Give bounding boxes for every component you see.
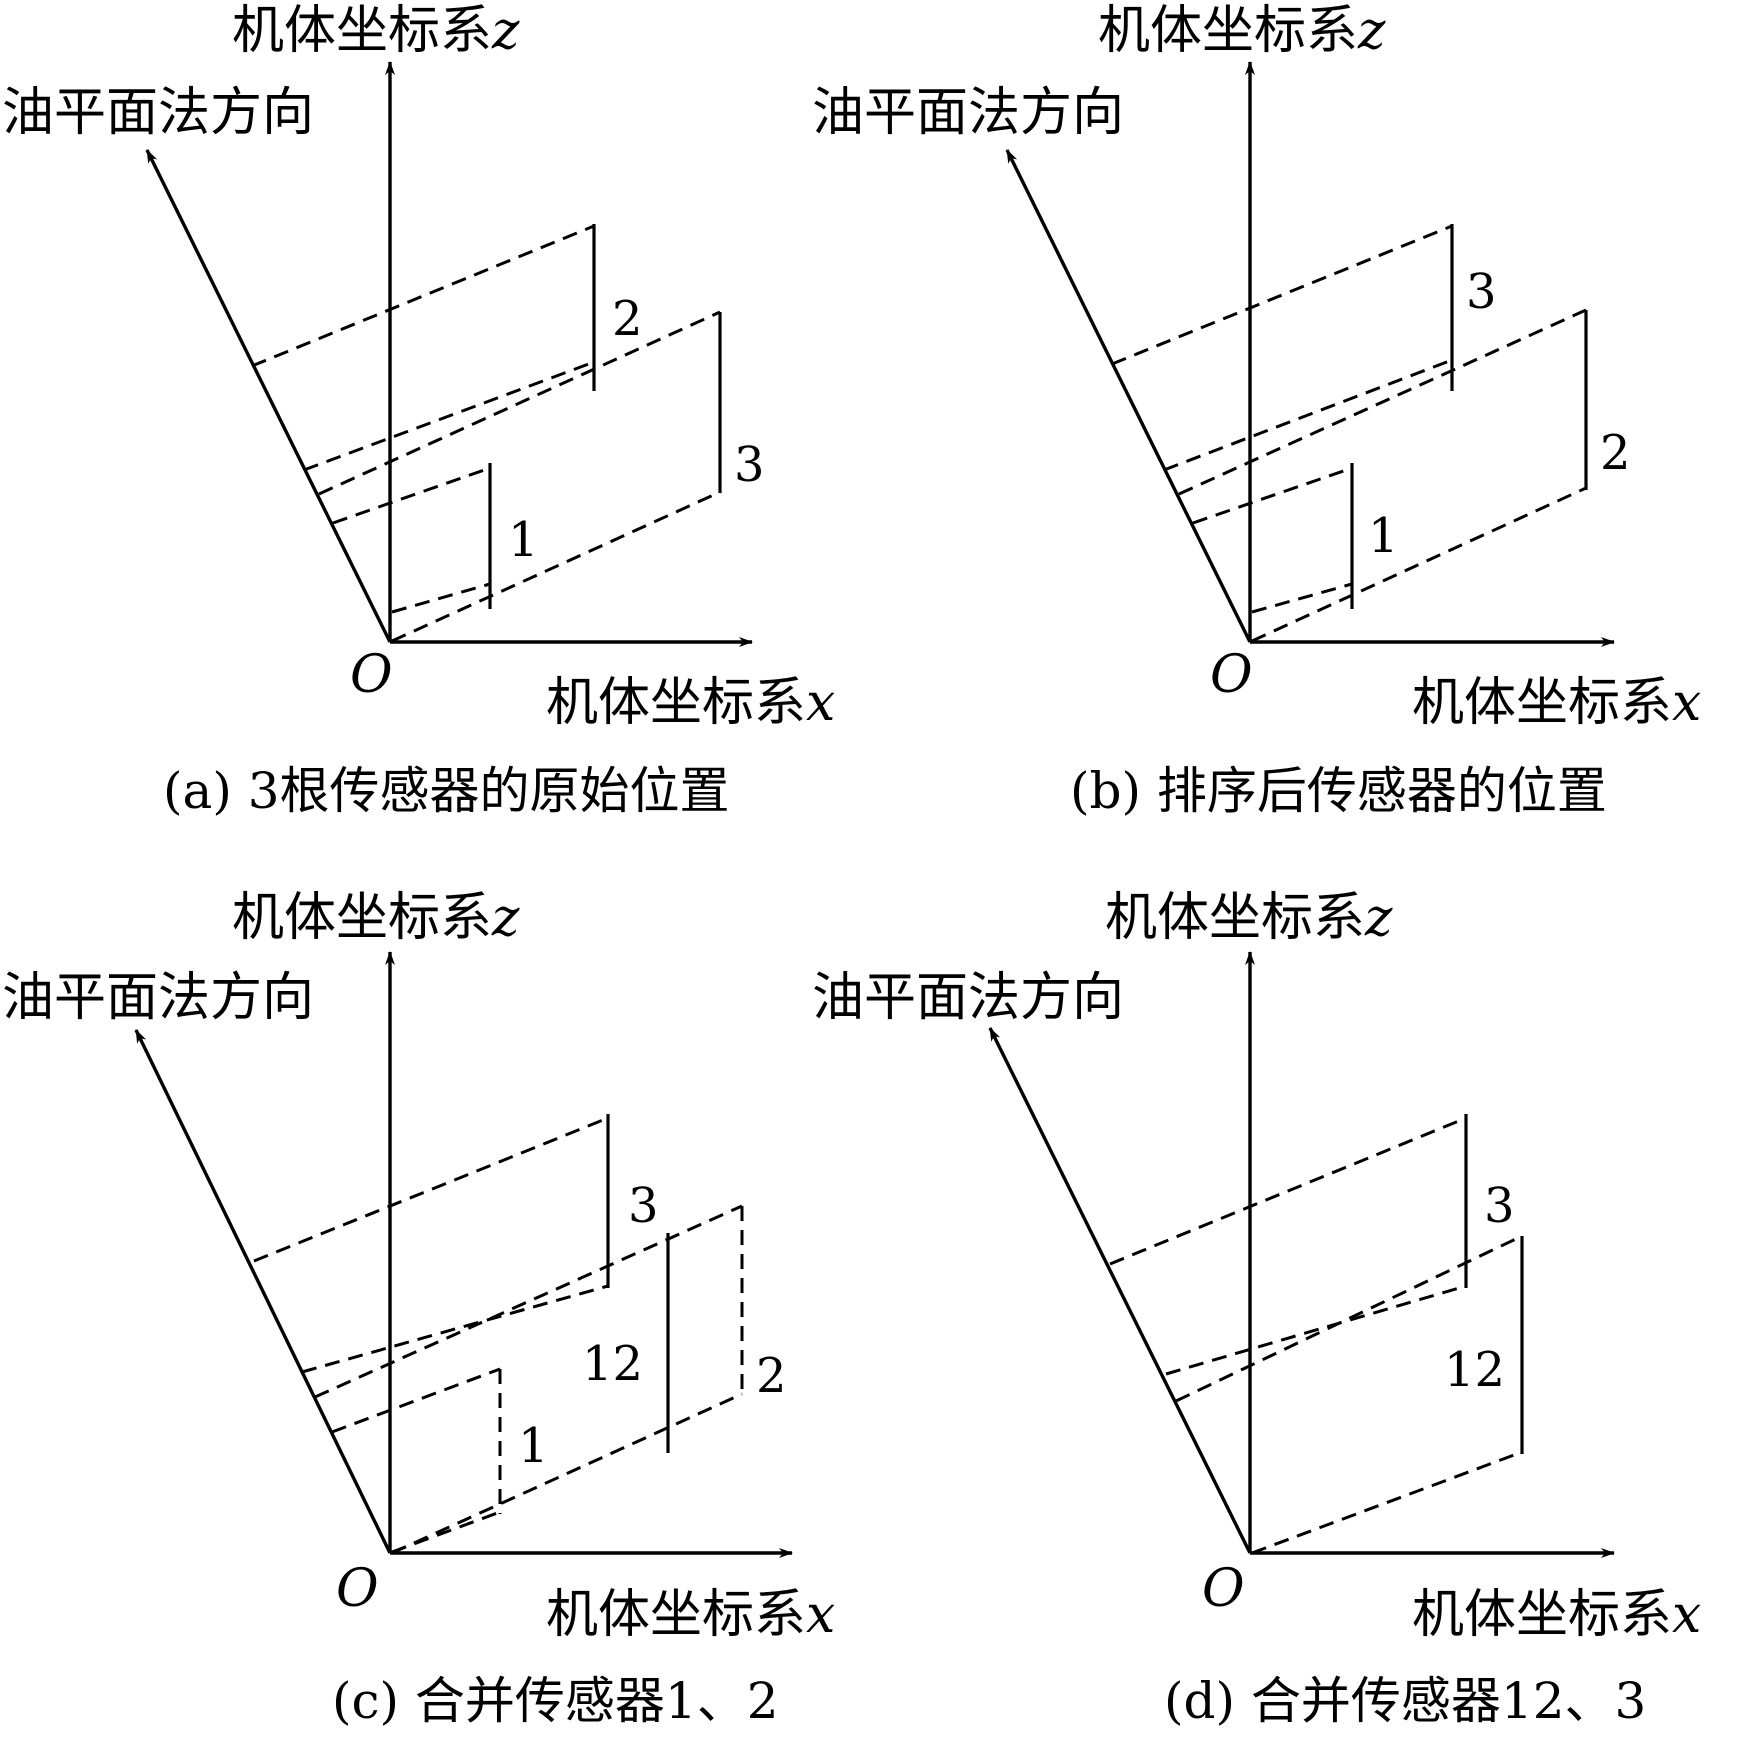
normal-axis [1005, 149, 1252, 643]
projection-line [1165, 1284, 1467, 1376]
sensor-2: 2 [1178, 308, 1631, 643]
projection-line [301, 1284, 609, 1374]
origin-label: O [336, 1559, 379, 1619]
projection-line [1163, 358, 1453, 472]
z-axis-label: 机体坐标系z [1105, 888, 1393, 948]
projection-line [318, 310, 721, 496]
projection-line [1175, 1234, 1523, 1403]
normal-direction-label: 油平面法方向 [2, 83, 314, 143]
normal-axis [145, 149, 392, 643]
sensor-label: 2 [1600, 425, 1631, 481]
sensor-label: 3 [628, 1178, 659, 1234]
sensor-label: 12 [1444, 1342, 1505, 1398]
panel-caption: (c) 合并传感器1、2 [332, 1672, 779, 1730]
projection-line [391, 582, 491, 614]
normal-direction-label: 油平面法方向 [2, 968, 314, 1028]
panel-caption: (b) 排序后传感器的位置 [1070, 762, 1607, 820]
projection-line [1109, 1116, 1467, 1266]
projection-line [391, 490, 721, 643]
projection-line [253, 1116, 609, 1263]
sensor-label: 3 [1466, 264, 1497, 320]
sensor-2: 2 [314, 1204, 787, 1555]
normal-axis [988, 1027, 1252, 1554]
normal-direction-label: 油平面法方向 [812, 968, 1124, 1028]
sensor-2: 2 [251, 224, 643, 472]
projection-line [1178, 308, 1587, 496]
sensor-1: 1 [331, 1367, 549, 1554]
sensor-1: 1 [1192, 463, 1399, 614]
panel-caption: (a) 3根传感器的原始位置 [163, 762, 730, 820]
sensor-3: 3 [253, 1114, 659, 1374]
panel-a: 机体坐标系z 油平面法方向 机体坐标系x O 1 2 3 (a) 3根传感器的原… [2, 1, 835, 820]
projection-line [1192, 466, 1353, 525]
projection-line [332, 466, 491, 525]
sensor-label: 1 [508, 512, 539, 568]
x-axis-label: 机体坐标系x [546, 1585, 835, 1645]
z-axis-label: 机体坐标系z [232, 888, 520, 948]
sensor-3: 3 [1111, 224, 1497, 472]
sensor-label: 3 [734, 437, 765, 493]
panel-c: 机体坐标系z 油平面法方向 机体坐标系x O 1 3 2 12 [2, 888, 835, 1730]
sensor-12: 12 [1175, 1234, 1524, 1555]
sensor-label: 1 [518, 1418, 549, 1474]
projection-line [303, 360, 595, 472]
normal-axis [134, 1029, 392, 1554]
sensor-label: 12 [582, 1336, 643, 1392]
sensor-label: 1 [1368, 508, 1399, 564]
sensor-label: 3 [1484, 1178, 1515, 1234]
origin-label: O [1202, 1559, 1245, 1619]
sensor-label: 2 [612, 291, 643, 347]
projection-line [1251, 582, 1353, 614]
projection-line [1251, 486, 1587, 643]
x-axis-label: 机体坐标系x [1412, 1585, 1701, 1645]
sensor-label: 2 [756, 1348, 787, 1404]
projection-line [251, 224, 595, 368]
origin-label: O [1210, 645, 1253, 705]
projection-line [1111, 224, 1453, 366]
sensor-3: 3 [1109, 1114, 1515, 1376]
projection-line [331, 1367, 501, 1434]
sensor-12: 12 [582, 1233, 670, 1453]
sensor-3: 3 [318, 310, 765, 643]
panel-b: 机体坐标系z 油平面法方向 机体坐标系x O 1 3 2 (b) 排序后传感器的… [812, 1, 1701, 820]
projection-line [391, 1510, 501, 1554]
normal-direction-label: 油平面法方向 [812, 83, 1124, 143]
z-axis-label: 机体坐标系z [1098, 1, 1386, 61]
origin-label: O [350, 645, 393, 705]
panel-d: 机体坐标系z 油平面法方向 机体坐标系x O 3 12 (d) 合并传感器12、… [812, 888, 1701, 1730]
z-axis-label: 机体坐标系z [232, 1, 520, 61]
sensor-1: 1 [332, 463, 539, 614]
panel-caption: (d) 合并传感器12、3 [1164, 1672, 1646, 1730]
x-axis-label: 机体坐标系x [1412, 673, 1701, 733]
projection-line [1251, 1450, 1523, 1555]
projection-line [391, 1392, 743, 1555]
x-axis-label: 机体坐标系x [546, 673, 835, 733]
projection-line [314, 1204, 743, 1399]
